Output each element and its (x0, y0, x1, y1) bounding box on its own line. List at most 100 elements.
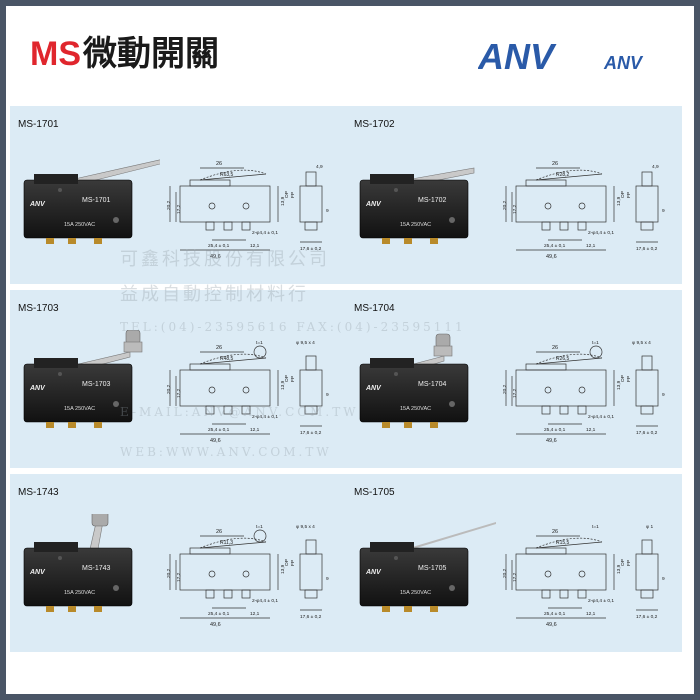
switch-brand-mark: ANV (365, 385, 382, 392)
dim-t: φ 1 (646, 524, 653, 530)
anv-logo: ANV ANV (478, 36, 644, 76)
dim-width-top: 26 (216, 529, 222, 535)
dim-roller: φ 9,5 x 4 (632, 340, 651, 346)
drawing-side-view (299, 369, 323, 407)
drawing-roller (253, 345, 267, 359)
dim-radius: R28,2 (556, 172, 570, 178)
dim-fp: FP (626, 376, 632, 382)
anv-logo-small-text: ANV (603, 53, 644, 73)
title-prefix: MS (30, 35, 81, 73)
switch-rating: 15A 250VAC (400, 222, 431, 228)
dim-op: OP (284, 375, 290, 382)
dim-height-inner: 17,2 (512, 388, 518, 398)
switch-body-label: MS-1705 (418, 565, 447, 572)
dim-radius: R11,3 (220, 540, 233, 546)
switch-rating: 15A 250VAC (64, 222, 95, 228)
product-model-label: MS-1702 (354, 119, 395, 130)
dim-t1: t=1 (256, 524, 263, 530)
dim-op-value: 13,9 (280, 380, 286, 390)
dim-fp: FP (290, 376, 296, 382)
dim-op: OP (620, 191, 626, 198)
dim-hole-dia: 2-φ4,4 ± 0,1 (588, 598, 614, 604)
drawing-lever-arc (535, 353, 603, 365)
dim-height: 20,2 (166, 568, 172, 578)
anv-logo-text: ANV (478, 36, 557, 76)
dim-t1: t=1 (592, 340, 599, 346)
dim-op-value: 13,9 (616, 380, 622, 390)
dim-fp: FP (626, 192, 632, 198)
dim-side-small-2: 9 (662, 208, 665, 214)
dim-height-inner: 17,2 (512, 204, 518, 214)
dim-height-inner: 17,2 (176, 388, 182, 398)
switch-brand-mark: ANV (29, 385, 46, 392)
dim-radius: R26,5 (556, 356, 570, 362)
dim-hole-offset: 12,1 (586, 427, 596, 433)
switch-brand-mark: ANV (365, 569, 382, 576)
dim-op-value: 13,9 (616, 196, 622, 206)
dim-t1: t=1 (256, 340, 263, 346)
product-model-label: MS-1704 (354, 303, 395, 314)
dim-roller: φ 9,5 x 4 (296, 340, 315, 346)
switch-rating: 15A 250VAC (64, 406, 95, 412)
dim-hole-pitch: 25,4 ± 0,1 (208, 243, 230, 249)
dim-height: 20,2 (502, 568, 508, 578)
dim-side-small-2: 9 (326, 208, 329, 214)
switch-body-label: MS-1704 (418, 381, 447, 388)
dim-side-small: 4,9 (316, 164, 323, 170)
watermark-line-2: 益成自動控制材料行 (120, 284, 309, 305)
drawing-side-view (299, 185, 323, 223)
drawing-body-outline (515, 185, 607, 223)
dim-hole-pitch: 25,4 ± 0,1 (544, 243, 566, 249)
dim-height: 20,2 (502, 384, 508, 394)
dim-overall: 49,6 (210, 622, 221, 628)
switch-brand-mark: ANV (29, 569, 46, 576)
dim-width-top: 26 (552, 161, 558, 167)
dim-side-width: 17,6 ± 0,2 (300, 430, 322, 436)
watermark-line-4: E-MAIL:ANV@ANV.COM.TW (120, 405, 359, 419)
dim-op: OP (620, 375, 626, 382)
dim-radius: R15,5 (556, 540, 570, 546)
dim-height: 20,2 (502, 200, 508, 210)
dim-hole-pitch: 25,4 ± 0,1 (544, 611, 566, 617)
switch-brand-mark: ANV (29, 201, 46, 208)
dim-hole-pitch: 25,4 ± 0,1 (208, 611, 230, 617)
product-model-label: MS-1743 (18, 487, 59, 498)
dim-hole-offset: 12,1 (250, 243, 260, 249)
watermark-line-3: TEL:(04)-23595616 FAX:(04)-23595111 (120, 320, 466, 334)
dim-hole-pitch: 25,4 ± 0,1 (544, 427, 566, 433)
dim-fp: FP (290, 192, 296, 198)
dim-t1: t=1 (592, 524, 599, 530)
dim-side-small-2: 9 (326, 392, 329, 398)
dim-height-inner: 17,2 (176, 204, 182, 214)
dim-hole-dia: 2-φ4,4 ± 0,1 (252, 230, 278, 236)
dim-op-value: 13,9 (280, 564, 286, 574)
dim-height: 20,2 (166, 200, 172, 210)
dim-side-small-2: 9 (662, 576, 665, 582)
drawing-side-view (299, 553, 323, 591)
dim-hole-offset: 12,1 (586, 243, 596, 249)
dim-overall: 49,6 (546, 622, 557, 628)
switch-rating: 15A 250VAC (64, 590, 95, 596)
dim-width-top: 26 (552, 345, 558, 351)
dim-fp: FP (626, 560, 632, 566)
switch-rating: 15A 250VAC (400, 590, 431, 596)
dim-side-width: 17,6 ± 0,2 (636, 614, 658, 620)
drawing-roller (253, 529, 267, 543)
dim-hole-offset: 12,1 (250, 427, 260, 433)
dim-op-value: 13,9 (616, 564, 622, 574)
dim-width-top: 26 (216, 345, 222, 351)
switch-rating: 15A 250VAC (400, 406, 431, 412)
dim-op: OP (284, 191, 290, 198)
dim-op: OP (620, 559, 626, 566)
